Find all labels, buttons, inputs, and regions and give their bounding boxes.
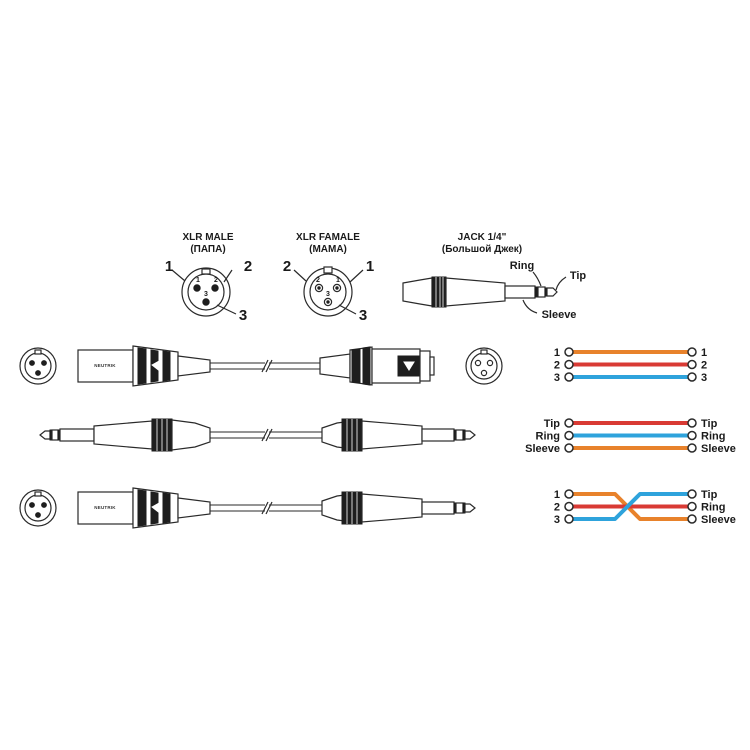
svg-text:2: 2 — [316, 277, 320, 284]
xlr-male-pin1-label: 1 — [165, 258, 173, 275]
terminal-right — [687, 418, 697, 428]
terminal-left — [564, 347, 574, 357]
svg-text:3: 3 — [326, 291, 330, 298]
pin-label-right: 3 — [701, 372, 707, 384]
jack-ring-label: Ring — [510, 260, 534, 272]
cable3-brand-left: NEUTRIK — [94, 505, 116, 510]
pin-label-left: 3 — [554, 372, 560, 384]
xlr-male-header: XLR MALE (ПАПА) 1 2 3 1 2 3 — [165, 232, 252, 324]
pin-label-right: Ring — [701, 431, 725, 443]
cable1-xlr-male-connector-icon: NEUTRIK — [77, 345, 211, 387]
terminal-right — [687, 372, 697, 382]
pin-label-right: Tip — [701, 418, 718, 430]
terminal-right — [687, 443, 697, 453]
pin-label-left: 1 — [554, 489, 560, 501]
xlr-female-title: XLR FAMALE — [296, 232, 360, 243]
terminal-right — [687, 347, 697, 357]
svg-text:2: 2 — [214, 277, 218, 284]
pin-label-left: 2 — [554, 502, 560, 514]
pin-label-left: 3 — [554, 514, 560, 526]
svg-text:1: 1 — [336, 277, 340, 284]
jack-plug-icon — [402, 276, 558, 308]
terminal-left — [564, 372, 574, 382]
cable3-left-face-icon — [19, 489, 57, 527]
xlr-female-pin2-label: 2 — [283, 258, 291, 275]
jack-tip-label: Tip — [570, 270, 587, 282]
xlr-female-header: XLR FAMALE (МАМА) 2 1 3 2 1 3 — [283, 232, 374, 324]
xlr-female-pin1-label: 1 — [366, 258, 374, 275]
cable-jack-jack — [39, 418, 476, 452]
terminal-left — [564, 359, 574, 370]
cable-xlr-jack: NEUTRIK — [19, 487, 476, 529]
pin-label-right: 1 — [701, 347, 707, 359]
cable1-brand-left: NEUTRIK — [94, 363, 116, 368]
pin-label-right: Sleeve — [701, 514, 736, 526]
pin-label-left: Ring — [536, 431, 560, 443]
xlr-male-pin2-label: 2 — [244, 258, 252, 275]
xlr-male-pin3-label: 3 — [239, 307, 247, 324]
jack-header: JACK 1/4" (Большой Джек) Ring Tip Sleeve — [402, 232, 587, 321]
terminal-left — [564, 489, 574, 499]
xlr-female-face-icon: 2 1 3 — [303, 266, 353, 317]
xlr-male-title: XLR MALE — [182, 232, 233, 243]
pin-label-left: 1 — [554, 347, 560, 359]
cable2-left-jack-plug-icon — [39, 418, 211, 452]
cable3-xlr-male-connector-icon: NEUTRIK — [77, 487, 211, 529]
terminal-left — [564, 418, 574, 428]
svg-text:1: 1 — [196, 277, 200, 284]
pin-label-right: 2 — [701, 360, 707, 372]
terminal-left — [564, 430, 574, 441]
terminal-right — [687, 501, 697, 512]
terminal-right — [687, 514, 697, 524]
wiring-xlr-male-to-jack: 1 Tip 2 Ring 3 Sleeve — [554, 489, 736, 526]
terminal-left — [564, 443, 574, 453]
jack-sleeve-label: Sleeve — [542, 309, 577, 321]
pin-label-left: Sleeve — [525, 443, 560, 455]
jack-title: JACK 1/4" — [458, 232, 507, 243]
xlr-male-subtitle: (ПАПА) — [190, 244, 225, 255]
terminal-right — [687, 430, 697, 441]
cable2-right-jack-plug-icon — [321, 418, 476, 452]
svg-text:3: 3 — [204, 291, 208, 298]
terminal-right — [687, 359, 697, 370]
terminal-left — [564, 501, 574, 512]
pin-label-right: Ring — [701, 502, 725, 514]
cable1-left-face-icon — [19, 347, 57, 385]
pin-label-right: Tip — [701, 489, 718, 501]
terminal-left — [564, 514, 574, 524]
cable1-xlr-female-connector-icon — [319, 346, 435, 386]
terminal-right — [687, 489, 697, 499]
jack-subtitle: (Большой Джек) — [442, 244, 522, 255]
wire-blue — [569, 492, 692, 521]
cable-xlr-xlr: NEUTRIK — [19, 345, 503, 387]
pin-label-left: Tip — [544, 418, 561, 430]
pin-label-right: Sleeve — [701, 443, 736, 455]
xlr-female-subtitle: (МАМА) — [309, 244, 347, 255]
xlr-male-face-icon: 1 2 3 — [181, 267, 231, 317]
cable3-right-jack-plug-icon — [321, 491, 476, 525]
xlr-female-pin3-label: 3 — [359, 307, 367, 324]
pin-label-left: 2 — [554, 360, 560, 372]
cable1-right-face-icon — [465, 347, 503, 385]
